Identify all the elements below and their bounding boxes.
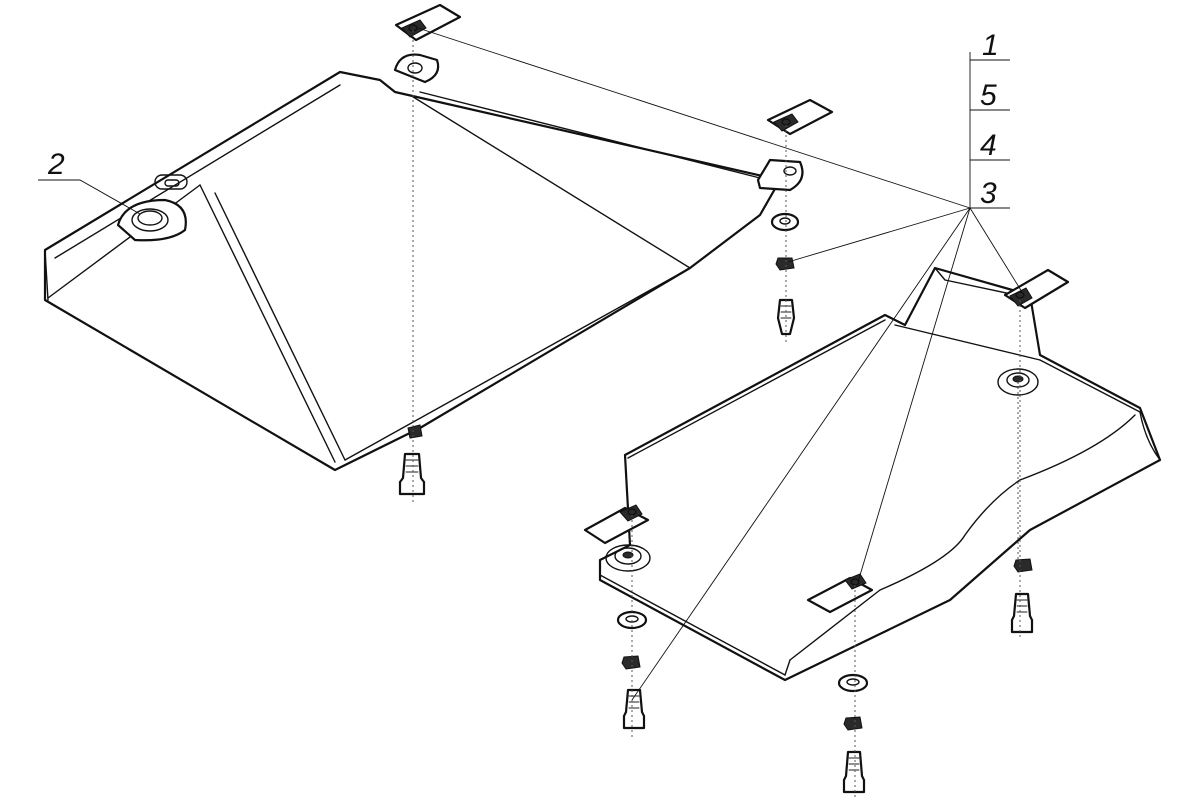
bolt-boss-front: [605, 544, 651, 572]
bolt-front-left: [622, 688, 646, 730]
cage-nut-right: [1003, 268, 1070, 310]
callout-4: 4: [980, 129, 997, 162]
nut-left: [407, 424, 423, 439]
cage-nut-front-middle: [806, 573, 874, 614]
nut-front-left: [621, 655, 641, 670]
nut-right: [1013, 558, 1033, 573]
mounting-slot: [154, 174, 188, 190]
bolt-front-middle: [842, 750, 866, 794]
callout-1: 1: [982, 29, 999, 62]
bolt-boss: [116, 198, 187, 242]
bolt-right: [1010, 592, 1034, 634]
callout-5: 5: [980, 79, 997, 112]
washer-upper: [770, 212, 800, 232]
right-skid-plate: [598, 266, 1162, 682]
assembly-centerlines: [412, 30, 1021, 800]
callout-2: 2: [47, 148, 65, 181]
bolt-left: [398, 452, 426, 496]
leader-lines: [38, 27, 1023, 701]
nut-front-middle: [843, 716, 863, 731]
left-skid-plate: [43, 53, 804, 472]
cage-nut-middle: [766, 98, 834, 136]
callout-3: 3: [980, 177, 997, 210]
washer-front-middle: [837, 673, 869, 693]
nut-upper: [775, 257, 795, 271]
cage-nut-top: [394, 3, 462, 42]
